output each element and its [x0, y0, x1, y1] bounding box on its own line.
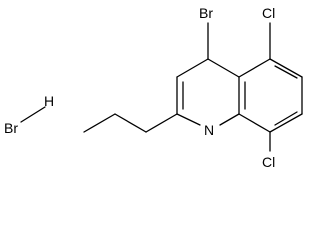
bond-c8a-n	[219, 113, 240, 126]
bond-propyl-1	[145, 113, 178, 133]
bond-c5-c6-inner	[274, 65, 298, 79]
bond-c5-c6	[269, 58, 303, 78]
bonds	[20, 22, 303, 152]
atom-label-h-salt: H	[44, 93, 54, 109]
atom-label-br-salt: Br	[4, 120, 18, 136]
bond-n-c2	[176, 113, 201, 126]
structure-canvas: Br Cl N Cl Br H	[4, 5, 303, 170]
bond-c3-c4	[176, 58, 209, 78]
bond-c8-c8a	[238, 113, 271, 133]
bond-h-br	[20, 106, 46, 123]
atom-labels: Br Cl N Cl Br H	[4, 5, 275, 170]
atom-label-cl-bottom: Cl	[262, 154, 275, 170]
molecule-diagram: Br Cl N Cl Br H	[4, 5, 303, 170]
bond-propyl-3	[83, 113, 116, 133]
bond-c4a-c5	[238, 58, 271, 78]
atom-label-br-top: Br	[199, 5, 213, 21]
bond-c4-c4a	[207, 58, 240, 78]
bond-propyl-2	[114, 113, 147, 133]
bond-c7-c8	[269, 113, 303, 133]
atom-label-cl-top: Cl	[262, 5, 275, 21]
bond-c7-c8-inner	[274, 111, 298, 126]
atom-label-n-ring: N	[204, 122, 214, 138]
